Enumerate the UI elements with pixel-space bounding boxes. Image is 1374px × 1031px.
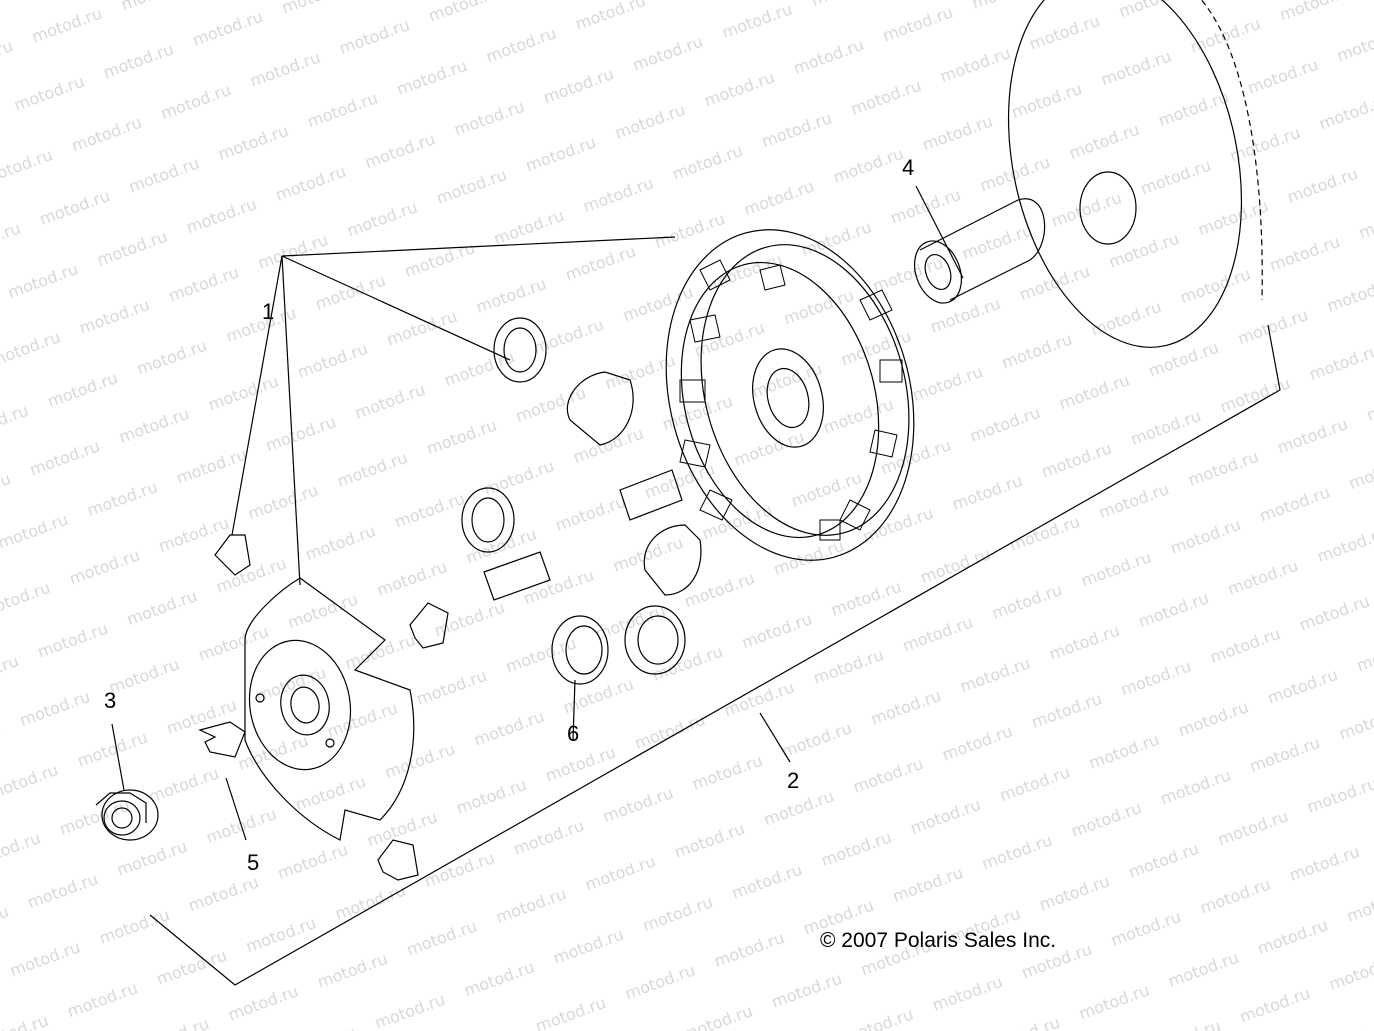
callout-5: 5 bbox=[247, 850, 260, 875]
callout-6-leader bbox=[572, 679, 576, 741]
moveable-sheave bbox=[665, 229, 915, 561]
copyright-notice: © 2007 Polaris Sales Inc. bbox=[820, 929, 1057, 952]
callout-5-leader bbox=[225, 777, 247, 841]
callout-6: 6 bbox=[567, 721, 580, 746]
callout-4: 4 bbox=[902, 155, 915, 180]
callout-2: 2 bbox=[787, 768, 800, 793]
callout-3-leader bbox=[111, 723, 125, 791]
rollers-part-6 bbox=[461, 317, 702, 685]
callout-3: 3 bbox=[104, 688, 117, 713]
callout-1: 1 bbox=[262, 299, 275, 324]
flange-nut-part-3 bbox=[95, 789, 159, 841]
shim-plates bbox=[483, 469, 683, 601]
spider-plate bbox=[244, 577, 415, 841]
callout-4-leader bbox=[915, 185, 964, 279]
assembly-bracket-lines bbox=[149, 324, 1281, 986]
callout-1-leaders bbox=[231, 236, 676, 586]
stationary-sheave bbox=[1007, 0, 1263, 348]
spacer-buttons-part-5 bbox=[198, 534, 449, 881]
bushing-part-4 bbox=[914, 198, 1046, 304]
